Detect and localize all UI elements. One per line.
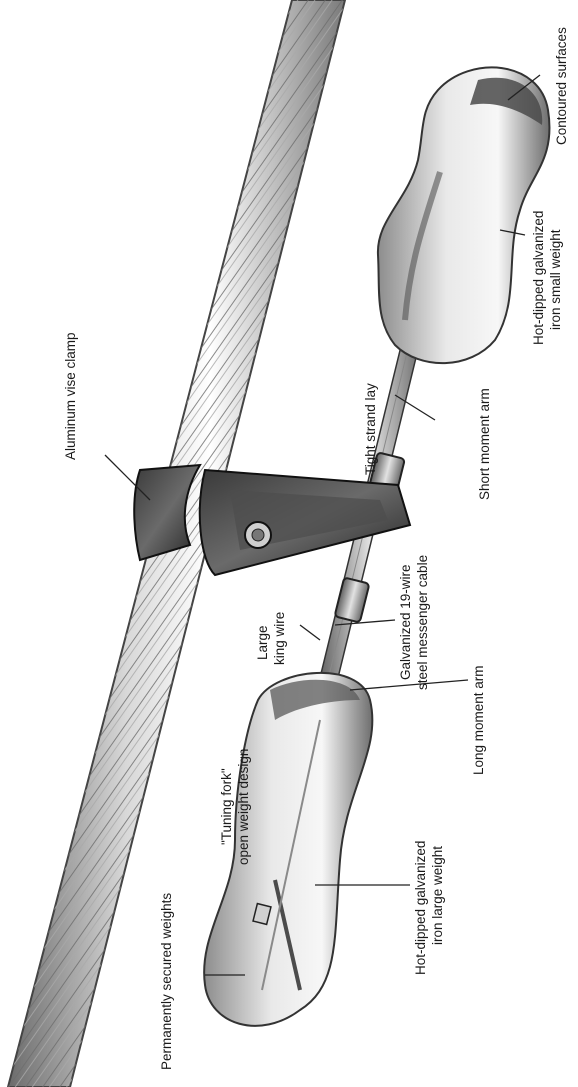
label-permanently-secured-weights: Permanently secured weights: [158, 893, 175, 1070]
label-messenger-cable-line1: Galvanized 19-wire: [397, 564, 414, 680]
leader-long-moment-arm: [350, 680, 468, 690]
label-tuning-fork-line1: "Tuning fork": [218, 768, 235, 845]
label-small-weight-line2: iron small weight: [547, 229, 564, 330]
label-messenger-cable-line2: steel messenger cable: [414, 555, 431, 690]
label-contoured-surfaces: Contoured surfaces: [553, 27, 570, 145]
label-small-weight-line1: Hot-dipped galvanized: [530, 211, 547, 345]
label-king-wire-line2: king wire: [271, 612, 288, 665]
label-king-wire-line1: Large: [254, 625, 271, 660]
large-weight: [204, 673, 372, 1026]
label-tuning-fork-line2: open weight design: [235, 749, 252, 865]
label-tight-strand-lay: Tight strand lay: [362, 383, 379, 475]
label-large-weight-line1: Hot-dipped galvanized: [412, 841, 429, 975]
label-short-moment-arm: Short moment arm: [476, 388, 493, 500]
label-large-weight-line2: iron large weight: [429, 846, 446, 945]
label-long-moment-arm: Long moment arm: [470, 665, 487, 775]
label-aluminum-vise-clamp: Aluminum vise clamp: [62, 332, 79, 460]
leader-king-wire: [300, 625, 320, 640]
small-weight: [378, 67, 550, 363]
